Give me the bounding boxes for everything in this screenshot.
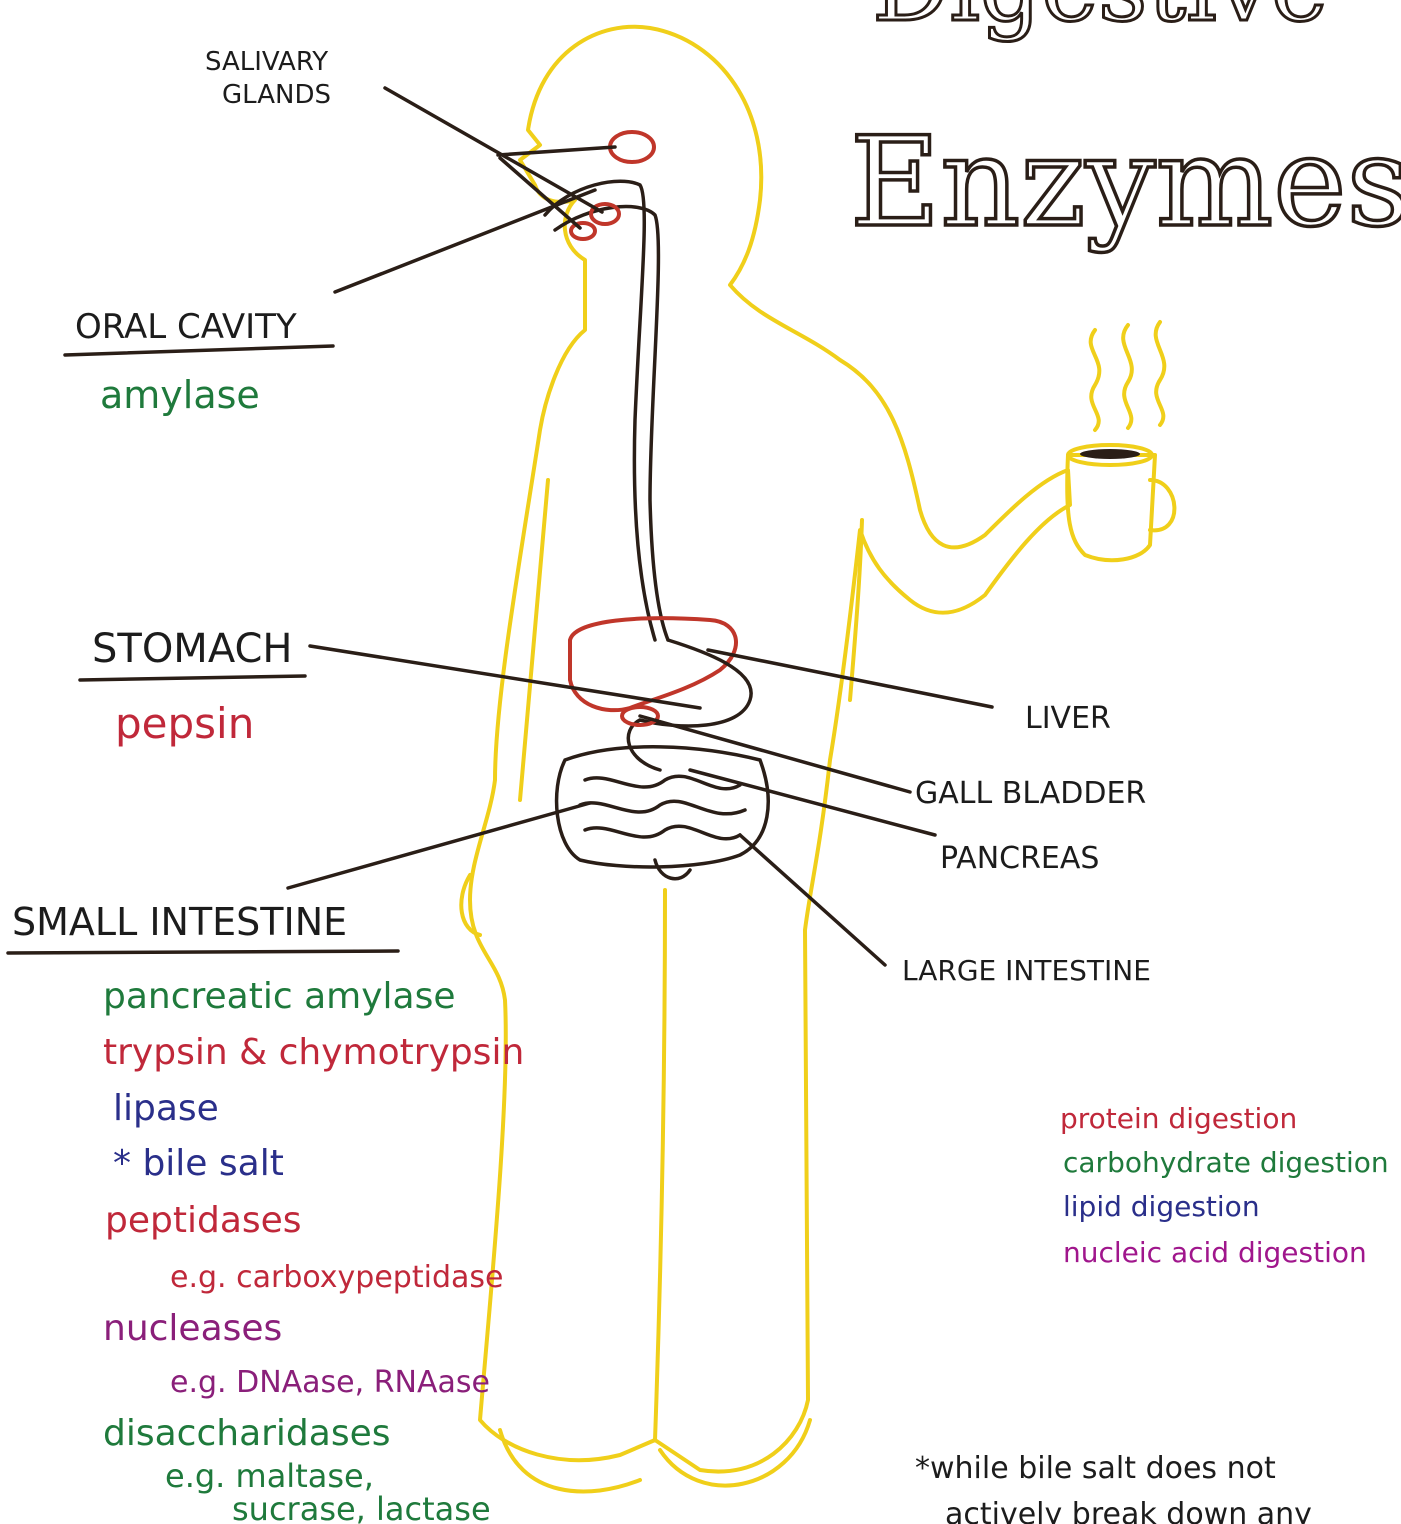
oral-cavity-leader — [335, 190, 595, 292]
steam-2 — [1123, 325, 1132, 428]
label-large-intestine: LARGE INTESTINE — [902, 954, 1151, 987]
enzyme-item: sucrase, lactase — [232, 1490, 491, 1524]
digestive-tract — [545, 181, 668, 640]
intestines-graphic — [557, 747, 769, 879]
steam-1 — [1091, 330, 1100, 430]
steam-3 — [1156, 322, 1165, 425]
enzyme-pepsin: pepsin — [115, 699, 254, 748]
title-line2: Enzymes — [850, 111, 1401, 255]
label-liver: LIVER — [1025, 701, 1111, 736]
enzyme-item: e.g. DNAase, RNAase — [170, 1365, 490, 1400]
enzyme-amylase: amylase — [100, 373, 260, 417]
large-intestine-frame — [557, 747, 769, 867]
footnote: *while bile salt does not actively break… — [915, 1451, 1312, 1524]
label-gall-bladder: GALL BLADDER — [915, 776, 1146, 811]
footnote-line: actively break down any — [945, 1497, 1312, 1524]
small-intestine-enzyme-list: pancreatic amylase trypsin & chymotrypsi… — [103, 976, 524, 1524]
enzyme-item: nucleases — [103, 1308, 282, 1349]
coffee-cup — [1067, 322, 1174, 560]
footnote-line: *while bile salt does not — [915, 1451, 1276, 1486]
leg-divider — [655, 890, 665, 1440]
label-small-intestine: SMALL INTESTINE — [12, 900, 347, 944]
stomach-underline — [80, 676, 305, 680]
gall-bladder-leader — [640, 716, 910, 792]
label-stomach: STOMACH — [92, 626, 293, 672]
legend-item: lipid digestion — [1063, 1190, 1260, 1223]
enzyme-item: * bile salt — [113, 1143, 284, 1184]
legend: protein digestion carbohydrate digestion… — [1060, 1102, 1389, 1269]
right-foot — [660, 1420, 810, 1486]
enzyme-item: pancreatic amylase — [103, 976, 456, 1017]
oral-cavity-underline — [65, 346, 333, 355]
title-line1: Digestive — [872, 0, 1328, 43]
label-oral-cavity: ORAL CAVITY — [75, 307, 297, 347]
enzyme-item: lipase — [113, 1088, 219, 1129]
enzyme-item: trypsin & chymotrypsin — [103, 1032, 524, 1073]
label-salivary-glands-2: GLANDS — [222, 80, 331, 110]
enzyme-item: disaccharidases — [103, 1413, 391, 1454]
small-intestine-coils — [580, 776, 745, 839]
rectum — [655, 860, 690, 879]
coffee-surface — [1080, 449, 1140, 459]
esophagus-right — [555, 207, 668, 640]
cup-body — [1067, 455, 1155, 560]
title: Digestive Enzymes — [850, 0, 1401, 255]
label-salivary-glands-1: SALIVARY — [205, 47, 328, 77]
salivary-leader-3 — [498, 147, 615, 155]
esophagus-left — [545, 181, 655, 640]
enzyme-item: e.g. carboxypeptidase — [170, 1260, 503, 1295]
pancreas-leader — [690, 770, 935, 835]
small-intestine-underline — [8, 951, 398, 953]
large-intestine-leader — [740, 835, 885, 965]
label-pancreas: PANCREAS — [940, 841, 1099, 876]
legend-item: protein digestion — [1060, 1102, 1297, 1135]
legend-item: nucleic acid digestion — [1063, 1236, 1367, 1269]
small-intestine-leader — [288, 803, 590, 888]
legend-item: carbohydrate digestion — [1063, 1146, 1389, 1179]
enzyme-item: peptidases — [105, 1200, 302, 1241]
